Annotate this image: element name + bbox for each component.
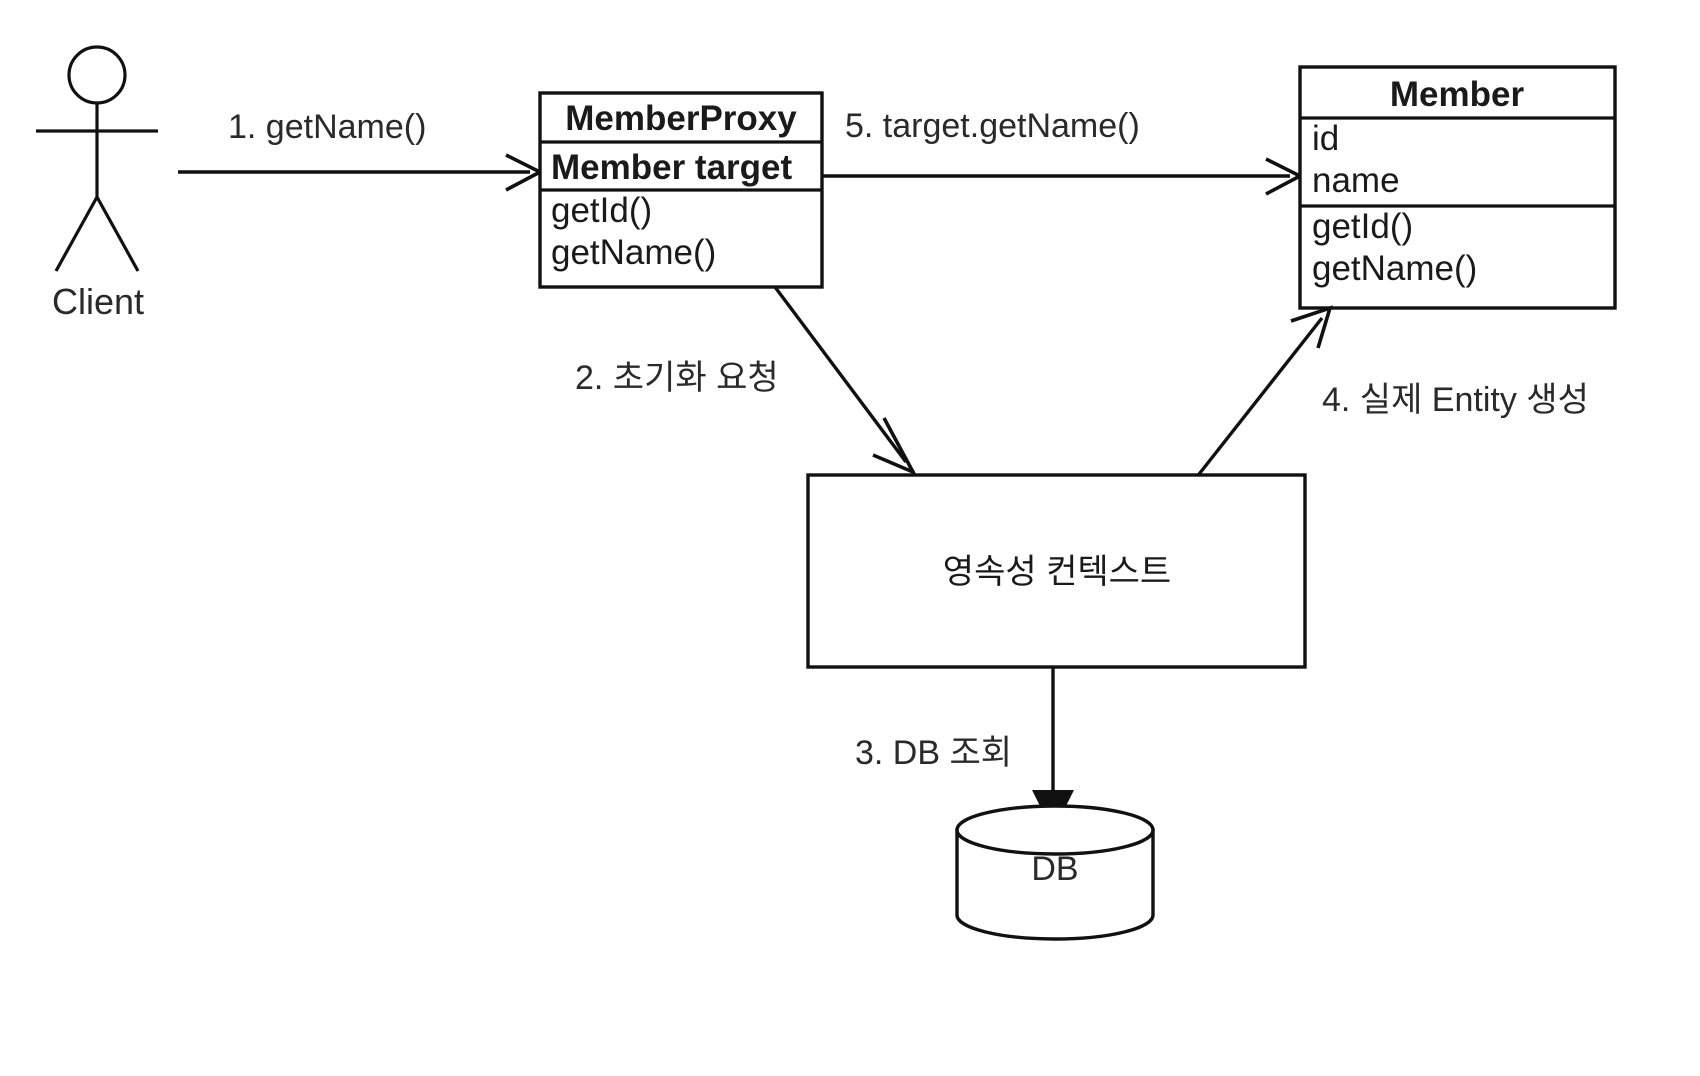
node-database: DB (955, 804, 1155, 941)
actor-label: Client (52, 281, 144, 322)
class-attribute-member-name: name (1312, 161, 1400, 200)
actor-leg-left-line (54, 196, 99, 272)
flow-4-arrowhead-icon (1290, 305, 1333, 349)
node-database-label: DB (1031, 850, 1078, 888)
class-operation-member-getname: getName() (1312, 249, 1477, 288)
class-box-memberproxy: MemberProxy Member target getId() getNam… (538, 91, 824, 289)
flow-4-create-entity: 4. 실제 Entity 생성 (1194, 305, 1589, 480)
class-attribute-member-id: id (1312, 119, 1339, 158)
flow-3-label: 3. DB 조회 (855, 734, 1012, 772)
flow-2-label: 2. 초기화 요청 (575, 359, 779, 397)
node-persistence-context-outline (806, 473, 1307, 669)
class-operation-memberproxy-getid: getId() (551, 191, 652, 230)
flow-3-db-query: 3. DB 조회 (855, 667, 1074, 832)
flow-2-line (773, 285, 908, 464)
actor-client: Client (36, 45, 158, 322)
flow-4-line (1194, 316, 1324, 480)
class-attribute-member-target: Member target (551, 148, 793, 187)
flow-5-label: 5. target.getName() (845, 107, 1140, 145)
database-cylinder-top-icon (955, 804, 1155, 856)
flow-1-getname: 1. getName() (178, 108, 544, 192)
flow-4-label: 4. 실제 Entity 생성 (1322, 381, 1589, 419)
class-title-member: Member (1390, 75, 1525, 114)
class-box-member: Member id name getId() getName() (1298, 65, 1617, 310)
class-operation-memberproxy-getname: getName() (551, 233, 716, 272)
flow-2-initialize-request: 2. 초기화 요청 (575, 285, 918, 476)
node-persistence-context: 영속성 컨텍스트 (806, 473, 1307, 669)
class-operation-member-getid: getId() (1312, 207, 1413, 246)
flow-1-label: 1. getName() (228, 108, 426, 146)
actor-leg-right-line (95, 196, 140, 272)
class-title-memberproxy: MemberProxy (565, 99, 797, 138)
class-box-member-outline (1298, 65, 1617, 310)
node-persistence-context-label: 영속성 컨텍스트 (943, 553, 1171, 591)
flow-5-target-getname: 5. target.getName() (822, 107, 1304, 196)
actor-head-icon (67, 45, 127, 105)
flow-2-arrowhead-icon (872, 417, 918, 476)
database-cylinder-body (955, 828, 1155, 941)
